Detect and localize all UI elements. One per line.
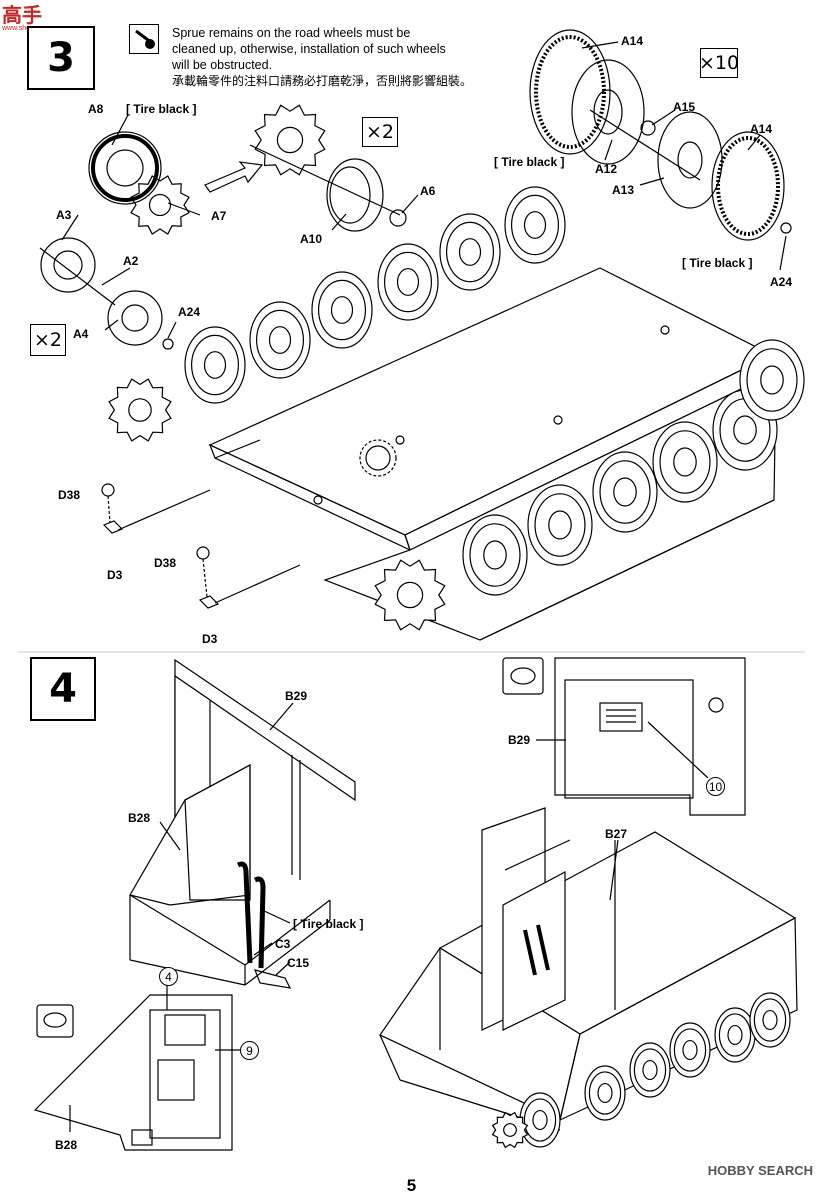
label-a24-left: A24 xyxy=(178,305,201,319)
step-3-number: 3 xyxy=(27,26,95,90)
watermark-logo-text: 高手 xyxy=(2,3,42,27)
note-en-line-2: cleaned up, otherwise, installation of s… xyxy=(172,42,446,56)
multiplier-x2-idler: ×2 xyxy=(30,324,66,356)
label-a6: A6 xyxy=(420,184,436,198)
label-a24-right: A24 xyxy=(770,275,793,289)
watermark-footer: HOBBY SEARCH xyxy=(707,1163,813,1178)
label-a3: A3 xyxy=(56,208,72,222)
label-a8: A8 xyxy=(88,102,104,116)
label-c15: C15 xyxy=(287,956,310,970)
step-4-number: 4 xyxy=(30,657,96,721)
decal-number-10: 10 xyxy=(706,777,725,796)
note-zh: 承載輪零件的注料口請務必打磨乾淨，否則將影響組裝。 xyxy=(172,74,473,88)
label-a14-top: A14 xyxy=(621,34,644,48)
label-d38-1: D38 xyxy=(58,488,81,502)
label-tire-black-step4: [ Tire black ] xyxy=(293,917,364,931)
label-b27: B27 xyxy=(605,827,628,841)
label-b29-detail: B29 xyxy=(508,733,531,747)
label-a10: A10 xyxy=(300,232,323,246)
label-a14-right: A14 xyxy=(750,122,773,136)
label-d3-2: D3 xyxy=(202,632,218,646)
label-c3: C3 xyxy=(275,937,291,951)
decal-number-9: 9 xyxy=(240,1041,259,1060)
label-a12: A12 xyxy=(595,162,618,176)
label-a2: A2 xyxy=(123,254,139,268)
note-en-line-1: Sprue remains on the road wheels must be xyxy=(172,26,411,40)
label-d3-1: D3 xyxy=(107,568,123,582)
multiplier-x2-sprocket: ×2 xyxy=(362,117,398,147)
label-a4: A4 xyxy=(73,327,89,341)
label-a7: A7 xyxy=(211,209,227,223)
label-tire-black-2: [ Tire black ] xyxy=(494,155,565,169)
decal-number-4: 4 xyxy=(159,967,178,986)
label-d38-2: D38 xyxy=(154,556,177,570)
label-tire-black-1: [ Tire black ] xyxy=(126,102,197,116)
warning-icon xyxy=(129,24,159,54)
multiplier-x10-wheels: ×10 xyxy=(699,48,739,78)
step-3-note: Sprue remains on the road wheels must be… xyxy=(172,25,472,89)
note-en-line-3: will be obstructed. xyxy=(172,58,273,72)
page-number: 5 xyxy=(406,1176,417,1195)
label-b28-detail: B28 xyxy=(55,1138,78,1152)
label-b29-main: B29 xyxy=(285,689,308,703)
label-tire-black-3: [ Tire black ] xyxy=(682,256,753,270)
label-a15: A15 xyxy=(673,100,696,114)
label-b28-main: B28 xyxy=(128,811,151,825)
label-a13: A13 xyxy=(612,183,635,197)
